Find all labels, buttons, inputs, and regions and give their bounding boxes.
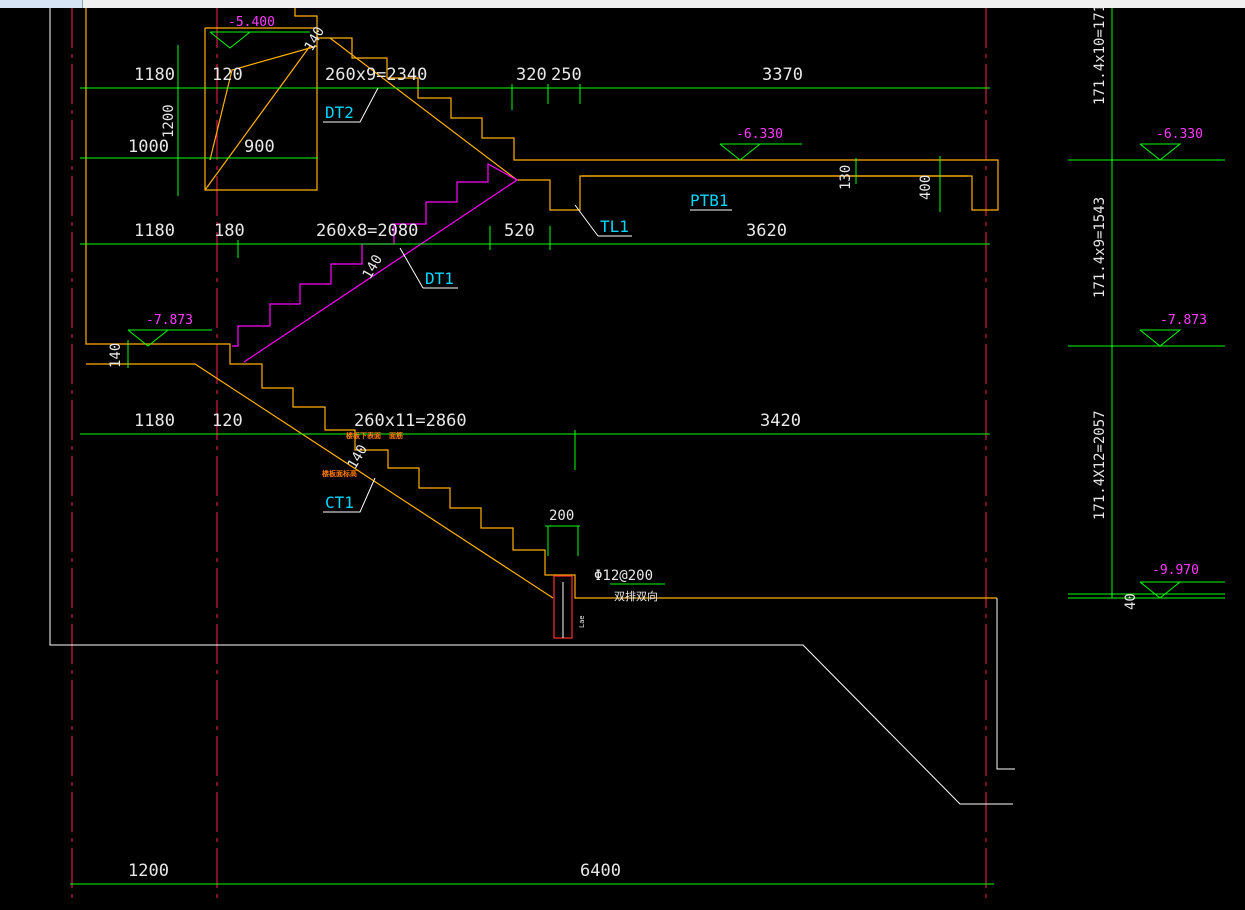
- dim-v140-left: 140: [108, 343, 124, 368]
- dim-r2-b: 900: [244, 137, 275, 157]
- level-6: -9.970: [1152, 563, 1199, 578]
- dim-r3-d: 520: [504, 221, 535, 241]
- dim-r1-a: 1180: [134, 65, 175, 85]
- flight-dt2: [294, 8, 999, 211]
- rebar-spec: Φ12@200: [594, 568, 653, 584]
- dim-r4-b: 120: [212, 411, 243, 431]
- dt2-landing-diagonal: [209, 45, 318, 161]
- dim-r3-b: 180: [214, 221, 245, 241]
- dimension-texts: 1180 120 260x9=2340 320 250 3370 1000 90…: [108, 8, 1139, 881]
- dim-r4-d: 3420: [760, 411, 801, 431]
- dim-v400: 400: [918, 175, 934, 200]
- level-1: -5.400: [228, 15, 275, 30]
- level-5: -7.873: [1160, 313, 1207, 328]
- stair-structure: [49, 8, 1015, 805]
- dim-r1-c: 260x9=2340: [325, 65, 427, 85]
- pit-wall: [996, 598, 1015, 770]
- dim-right-3: 171.4X12=2057: [1092, 410, 1108, 520]
- rebar-spec-2: 双排双向: [614, 589, 658, 603]
- label-tl1: TL1: [600, 217, 629, 236]
- level-texts: -5.400 -6.330 -7.873 -6.330 -7.873 -9.97…: [146, 15, 1207, 578]
- dim-r2-a: 1000: [128, 137, 169, 157]
- level-2: -6.330: [736, 127, 783, 142]
- label-dt2: DT2: [325, 103, 354, 122]
- dim-r1-b: 120: [212, 65, 243, 85]
- dim-right-1: 171.4x10=1714: [1092, 8, 1108, 105]
- dim-r6-a: 1200: [128, 861, 169, 881]
- dim-r1-e: 250: [551, 65, 582, 85]
- document-tab[interactable]: [0, 0, 83, 8]
- dim-v140-mid: 140: [360, 252, 387, 282]
- label-ptb1: PTB1: [690, 191, 729, 210]
- dim-v140-low: 140: [345, 442, 372, 472]
- dim-r3-c: 260x8=2080: [316, 221, 418, 241]
- lae-text: Lae: [578, 615, 586, 628]
- flight-ct1-soffit: [86, 363, 554, 599]
- level-4: -6.330: [1156, 127, 1203, 142]
- label-dt1: DT1: [425, 269, 454, 288]
- dim-r5-a: 200: [549, 508, 574, 524]
- dim-r3-e: 3620: [746, 221, 787, 241]
- axis-lines: [71, 8, 987, 902]
- dim-right-4: 40: [1123, 593, 1139, 610]
- dim-r6-b: 6400: [580, 861, 621, 881]
- label-ct1: CT1: [325, 493, 354, 512]
- dimension-lines: [70, 8, 1225, 885]
- annotations: 楼板下表面 面筋 楼板面标高 Φ12@200 双排双向 Lae: [322, 431, 658, 628]
- note-2: 面筋: [389, 431, 403, 440]
- stair-section-drawing: 1180 120 260x9=2340 320 250 3370 1000 90…: [49, 8, 1225, 902]
- dim-v1200: 1200: [161, 104, 177, 138]
- dim-r3-a: 1180: [134, 221, 175, 241]
- dim-r1-d: 320: [516, 65, 547, 85]
- dim-r4-a: 1180: [134, 411, 175, 431]
- note-3: 楼板面标高: [322, 469, 357, 478]
- flight-ct1-steps: [85, 8, 997, 599]
- level-3: -7.873: [146, 313, 193, 328]
- title-bar: [0, 0, 1245, 8]
- note-1: 楼板下表面: [346, 431, 381, 440]
- dim-right-2: 171.4x9=1543: [1092, 197, 1108, 298]
- member-labels: DT2 DT1 TL1 PTB1 CT1: [325, 103, 729, 512]
- dim-v130: 130: [838, 165, 854, 190]
- dim-r1-f: 3370: [762, 65, 803, 85]
- foundation-outline: [49, 8, 1013, 805]
- dt2-landing-box: [204, 27, 318, 191]
- dt2-break-line: [204, 45, 311, 191]
- dim-r4-c: 260x11=2860: [354, 411, 467, 431]
